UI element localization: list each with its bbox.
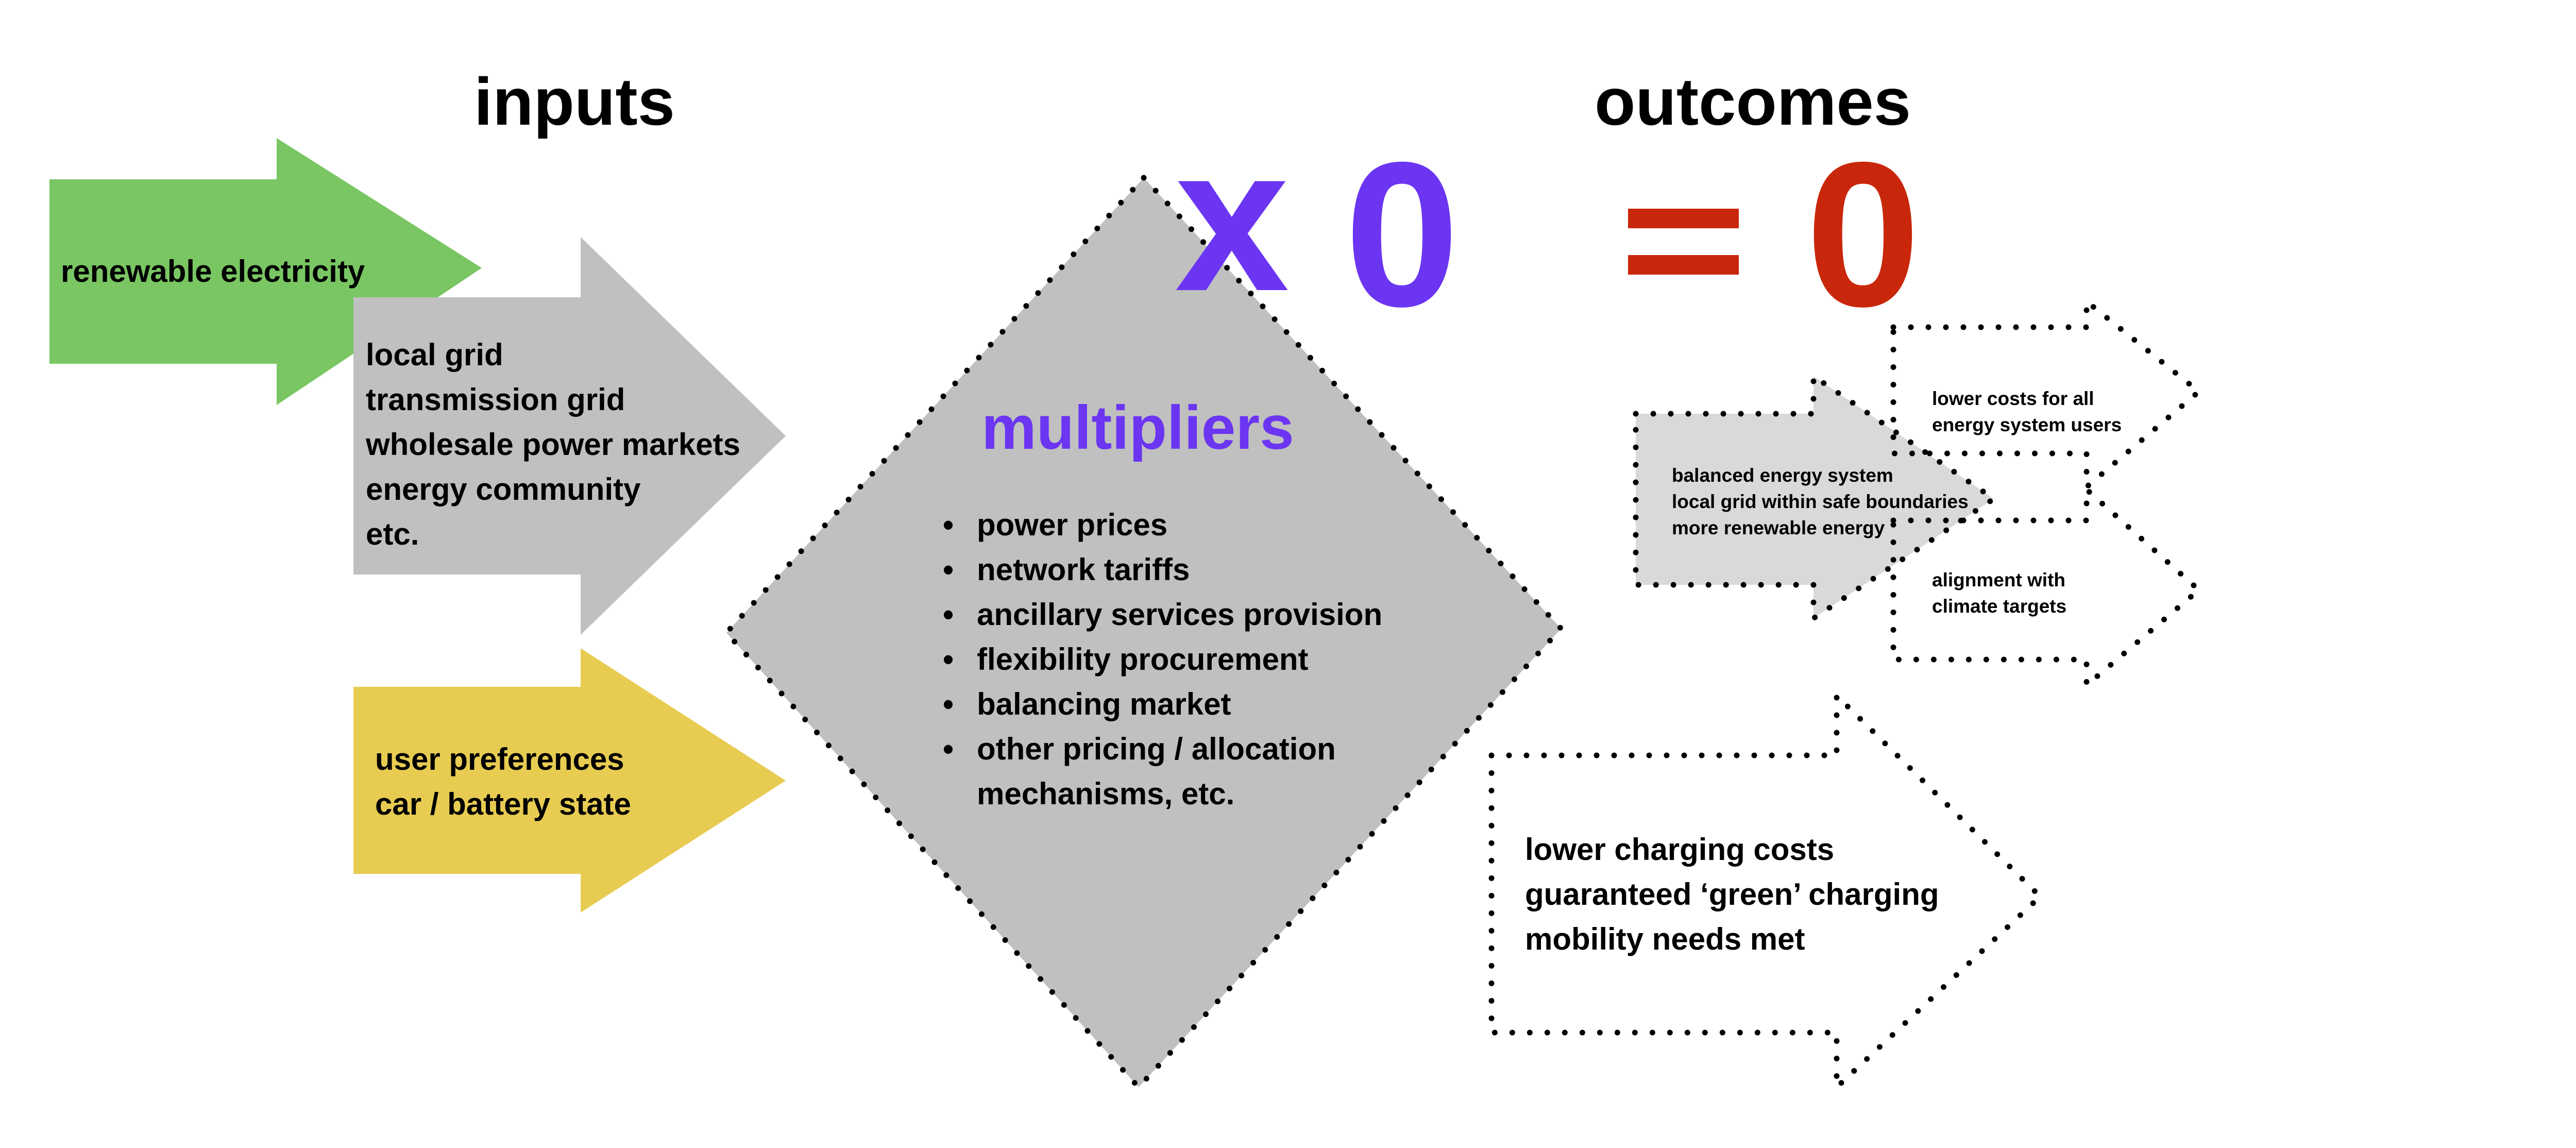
bullet-icon: • [943,597,954,632]
renewable-label: renewable electricity [61,249,365,294]
climate-outcome-label: alignment with climate targets [1932,567,2066,619]
costs-outcome-label: lower costs for all energy system users [1932,385,2122,438]
grid-arrow [353,237,786,635]
multiplier-item: • power prices [943,502,1382,547]
bullet-icon: • [943,552,954,587]
climate-outcome-line: alignment with [1932,569,2065,590]
system-outcome-line: local grid within safe boundaries [1672,491,1969,512]
multiplier-item: • ancillary services provision [943,592,1382,637]
user-outcome-line: mobility needs met [1525,922,1805,956]
grid-line: etc. [366,517,419,551]
multiplier-item: • balancing market [943,682,1382,727]
user-outcome-label: lower charging costs guaranteed ‘green’ … [1525,827,1939,961]
multiplier-item-text: mechanisms, etc. [977,776,1235,811]
times-symbol: x [1175,104,1290,334]
renewable-line: renewable electricity [61,254,365,289]
multiplier-item-text: network tariffs [977,552,1190,587]
multipliers-diamond [722,173,1565,1092]
multiplier-item-text: flexibility procurement [977,642,1309,677]
user-input-line: user preferences [375,742,624,776]
multiplier-item-text: power prices [977,508,1168,542]
costs-outcome-line: energy system users [1932,414,2122,435]
outcomes-heading: outcomes [1595,64,1911,139]
multiplier-item: • other pricing / allocation [943,727,1382,771]
user-arrow [353,648,786,913]
multiplier-item: • flexibility procurement [943,637,1382,682]
multiplier-item: • network tariffs [943,547,1382,592]
multipliers-title: multipliers [981,393,1294,462]
multiplier-item-continued: mechanisms, etc. [943,771,1382,816]
user-outcome-line: guaranteed ‘green’ charging [1525,877,1939,911]
bullet-icon: • [943,732,954,766]
bullet-icon: • [943,508,954,542]
system-outcome-line: balanced energy system [1672,465,1893,486]
multiplier-item-text: balancing market [977,687,1231,721]
user-outcome-arrow [1488,688,2044,1094]
grid-line: transmission grid [366,382,625,417]
grid-line: local grid [366,337,503,372]
costs-outcome-arrow [1890,295,2204,493]
multiplier-item-text: ancillary services provision [977,597,1383,632]
inputs-heading: inputs [474,64,675,139]
user-outcome-line: lower charging costs [1525,832,1835,867]
grid-line: wholesale power markets [366,427,740,462]
costs-outcome-line: lower costs for all [1932,388,2094,409]
grid-label: local grid transmission grid wholesale p… [366,332,740,556]
system-outcome-arrow [1633,370,1999,624]
climate-outcome-line: climate targets [1932,596,2067,617]
equals-sign [1628,209,1739,275]
result-zero: 0 [1806,119,1921,349]
multiplier-zero: 0 [1345,119,1460,349]
bullet-icon: • [943,642,954,677]
bullet-icon: • [943,687,954,721]
user-input-label: user preferences car / battery state [375,737,631,826]
multipliers-list: • power prices • network tariffs • ancillar… [943,502,1382,816]
system-outcome-line: more renewable energy [1672,517,1885,538]
grid-line: energy community [366,472,641,507]
system-outcome-label: balanced energy system local grid within… [1672,462,1969,541]
multiplier-item-text: other pricing / allocation [977,732,1336,766]
user-input-line: car / battery state [375,787,631,821]
